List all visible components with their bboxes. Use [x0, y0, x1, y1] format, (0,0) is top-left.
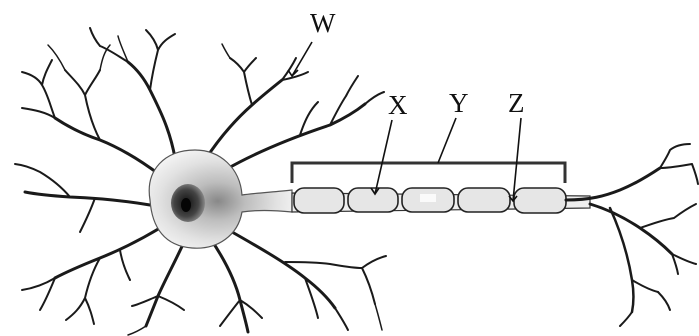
nucleus	[171, 184, 205, 222]
myelin-sheath	[294, 188, 566, 213]
label-y: Y	[449, 88, 469, 118]
label-x: X	[388, 90, 408, 120]
axon-terminals	[566, 144, 698, 326]
cell-body	[149, 150, 292, 248]
myelin-segment	[458, 188, 510, 212]
label-pointers	[288, 42, 521, 201]
bracket-y	[292, 163, 565, 183]
label-z: Z	[508, 88, 525, 118]
myelin-segment	[294, 188, 344, 213]
label-w: W	[310, 8, 336, 38]
myelin-segment	[514, 188, 566, 213]
